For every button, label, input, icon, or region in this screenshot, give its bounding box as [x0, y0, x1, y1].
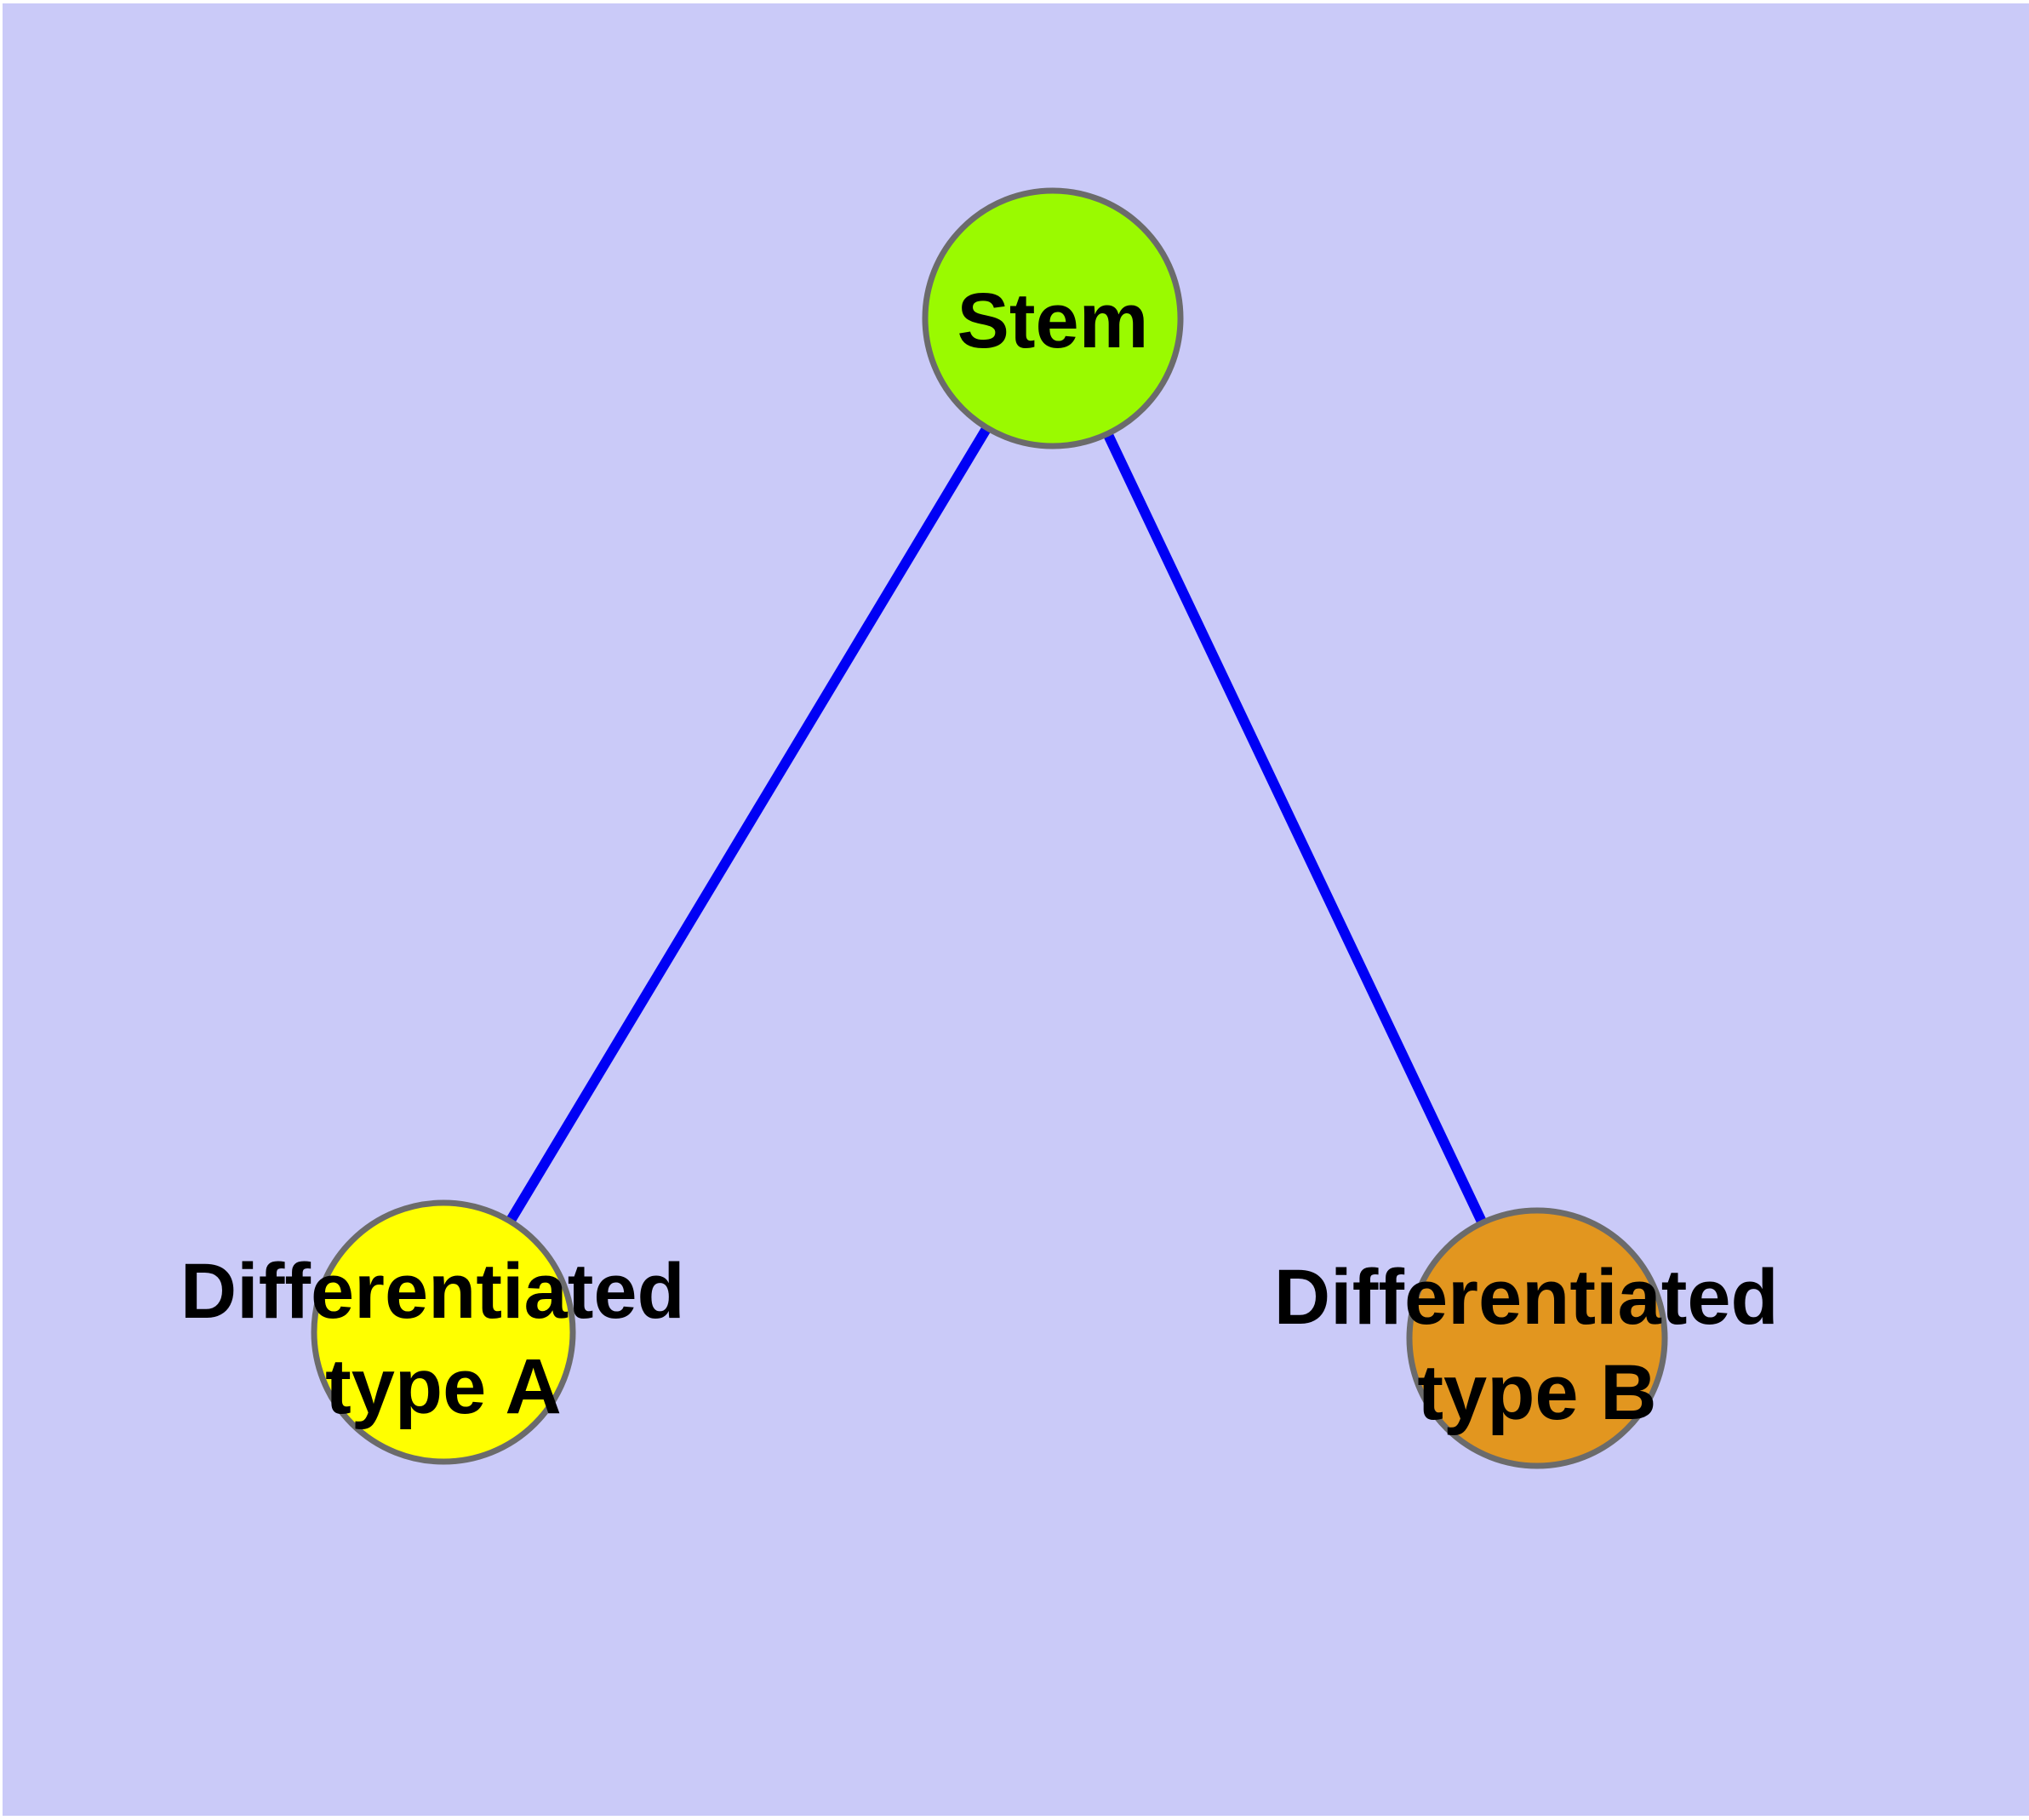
- edge-stem-to-type-b: [1048, 316, 1542, 1341]
- node-differentiated-type-a-label: Differentiated type A: [180, 1248, 707, 1430]
- node-stem: Stem: [922, 187, 1184, 449]
- node-differentiated-type-a: Differentiated type A: [180, 1199, 707, 1465]
- node-differentiated-type-a-label-line2: type A: [325, 1343, 562, 1430]
- node-differentiated-type-b-label-line2: type B: [1417, 1349, 1656, 1436]
- node-differentiated-type-b-label-line1: Differentiated: [1274, 1254, 1779, 1341]
- node-differentiated-type-a-circle: [311, 1199, 576, 1465]
- node-differentiated-type-b-label: Differentiated type B: [1274, 1254, 1801, 1436]
- node-differentiated-type-b-circle: [1406, 1207, 1668, 1469]
- node-differentiated-type-b: Differentiated type B: [1274, 1207, 1801, 1469]
- node-stem-label: Stem: [957, 278, 1149, 364]
- edge-stem-to-type-a: [438, 315, 1058, 1336]
- node-differentiated-type-a-label-line1: Differentiated: [180, 1248, 685, 1335]
- node-stem-circle: [922, 187, 1184, 449]
